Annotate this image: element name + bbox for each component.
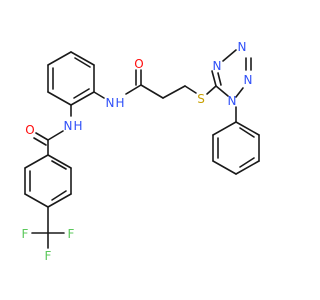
amide-nh-upper-n: N <box>106 96 115 110</box>
fluorine-left: F <box>22 227 29 241</box>
molecule-canvas: O N H S N N N N N H O F F F <box>21 40 260 263</box>
fluorine-bottom: F <box>45 249 52 263</box>
thioether-sulfur: S <box>197 92 205 106</box>
amide-oxygen-upper: O <box>134 57 143 71</box>
amide-nh-upper: N H <box>106 96 125 110</box>
amide-nh-lower-h: H <box>73 119 82 133</box>
tetrazole-nitrogen-n4: N <box>228 94 237 108</box>
bond-lines <box>24 49 260 249</box>
amide-nh-lower: N H <box>64 119 83 133</box>
amide-oxygen-lower: O <box>25 123 34 137</box>
amide-nh-lower-n: N <box>64 119 73 133</box>
amide-nh-upper-h: H <box>115 96 124 110</box>
fluorine-right: F <box>68 227 75 241</box>
structure-diagram: O N H S N N N N N H O F F F <box>22 40 260 263</box>
tetrazole-nitrogen-n1: N <box>213 59 222 73</box>
tetrazole-nitrogen-n2: N <box>238 40 247 54</box>
tetrazole-nitrogen-n3: N <box>244 73 253 87</box>
